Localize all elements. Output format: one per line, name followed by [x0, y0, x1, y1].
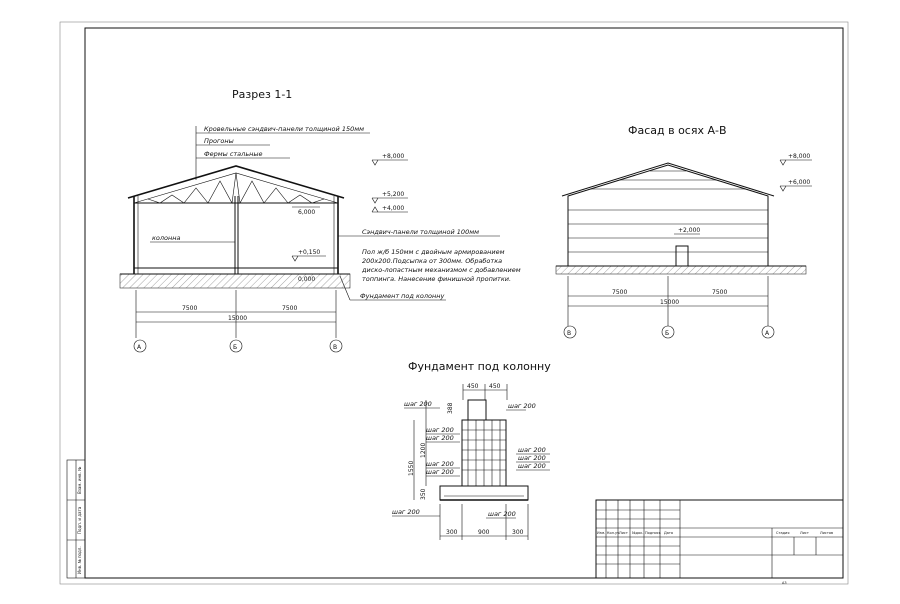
- svg-text:388: 388: [447, 402, 454, 414]
- callout-roof-panels: Кровельные сэндвич-панели толщиной 150мм: [204, 125, 364, 133]
- callout-purlins: Прогоны: [204, 137, 234, 145]
- svg-text:шаг 200: шаг 200: [392, 508, 420, 516]
- svg-text:300: 300: [512, 529, 524, 536]
- svg-text:шаг 200: шаг 200: [404, 400, 432, 408]
- svg-text:Стадия: Стадия: [776, 531, 789, 535]
- svg-text:Лист: Лист: [800, 531, 809, 535]
- svg-text:Дата: Дата: [664, 531, 673, 535]
- svg-text:шаг 200: шаг 200: [426, 468, 454, 476]
- facade-axis-b: Б: [665, 330, 669, 337]
- svg-text:Изм.: Изм.: [597, 531, 605, 535]
- margin-label-sign: Подп. и дата: [77, 506, 82, 534]
- sheet-format: А3: [782, 581, 787, 585]
- svg-text:+8,000: +8,000: [788, 153, 810, 160]
- svg-text:7500: 7500: [282, 305, 297, 312]
- svg-text:+6,000: +6,000: [788, 179, 810, 186]
- svg-text:№док.: №док.: [632, 531, 643, 535]
- svg-text:шаг 200: шаг 200: [488, 510, 516, 518]
- floor-note-4: топпинга. Нанесение финишной пропитки.: [362, 275, 511, 283]
- svg-text:0,000: 0,000: [298, 276, 315, 283]
- facade-panels: [568, 170, 768, 253]
- foundation-title: Фундамент под колонну: [408, 360, 551, 373]
- svg-text:шаг 200: шаг 200: [518, 454, 546, 462]
- facade-axis-v: В: [567, 330, 571, 337]
- axis-v: В: [333, 344, 337, 351]
- svg-text:шаг 200: шаг 200: [426, 434, 454, 442]
- svg-text:+0,150: +0,150: [298, 249, 320, 256]
- svg-text:6,000: 6,000: [298, 209, 315, 216]
- svg-text:+5,200: +5,200: [382, 191, 404, 198]
- foundation-label: Фундамент под колонну: [360, 292, 444, 300]
- svg-text:350: 350: [420, 488, 427, 500]
- facade-outline: [567, 164, 769, 267]
- svg-text:шаг 200: шаг 200: [508, 402, 536, 410]
- outer-frame: [59, 21, 849, 585]
- facade-door: [675, 245, 689, 267]
- svg-text:Подпись: Подпись: [645, 531, 661, 535]
- svg-text:1550: 1550: [408, 461, 415, 476]
- wall-note: Сэндвич-панели толщиной 100мм: [362, 228, 479, 236]
- ground-hatch: [119, 273, 351, 289]
- section-1-1: Разрез 1-1 Кровельные сэндвич-панели тол…: [119, 88, 521, 353]
- svg-text:+4,000: +4,000: [382, 205, 404, 212]
- svg-text:300: 300: [446, 529, 458, 536]
- svg-text:7500: 7500: [712, 289, 727, 296]
- svg-text:450: 450: [467, 383, 479, 390]
- axis-a: А: [137, 344, 142, 351]
- title-block: Изм. Кол.уч Лист №док. Подпись Дата Стад…: [595, 499, 844, 585]
- svg-text:900: 900: [478, 529, 490, 536]
- floor-note-2: 200х200.Подсыпка от 300мм. Обработка: [362, 257, 502, 265]
- section-title: Разрез 1-1: [232, 88, 292, 101]
- svg-text:7500: 7500: [612, 289, 627, 296]
- svg-text:шаг 200: шаг 200: [518, 446, 546, 454]
- svg-text:+8,000: +8,000: [382, 153, 404, 160]
- svg-text:1200: 1200: [420, 443, 427, 458]
- svg-text:+2,000: +2,000: [678, 227, 700, 234]
- foundation-detail: Фундамент под колонну 450 450: [392, 360, 551, 540]
- column-label: колонна: [152, 234, 181, 242]
- facade-axis-a: А: [765, 330, 770, 337]
- svg-text:Кол.уч: Кол.уч: [607, 531, 619, 535]
- inner-frame: [84, 27, 844, 579]
- svg-text:шаг 200: шаг 200: [518, 462, 546, 470]
- facade-ground: [555, 265, 807, 275]
- floor-note-3: диско-лопастным механизмом с добавлением: [361, 266, 521, 274]
- svg-text:7500: 7500: [182, 305, 197, 312]
- callout-trusses: Фермы стальные: [204, 150, 263, 158]
- svg-text:шаг 200: шаг 200: [426, 426, 454, 434]
- svg-text:Лист: Лист: [619, 531, 628, 535]
- svg-text:450: 450: [489, 383, 501, 390]
- facade: Фасад в осях А-В +2,000 +8,000 +6,000 75…: [555, 124, 812, 339]
- svg-text:Листов: Листов: [820, 531, 833, 535]
- footing: [439, 485, 529, 501]
- axis-b: Б: [233, 344, 237, 351]
- left-margin-stamp: Взам. инв. № Подп. и дата Инв. № подл.: [66, 459, 86, 579]
- floor-note-1: Пол ж/б 150мм с двойным армированием: [362, 248, 505, 256]
- svg-text:15000: 15000: [228, 315, 247, 322]
- svg-text:15000: 15000: [660, 299, 679, 306]
- pitch-labels: шаг 200 шаг 200 шаг 200 шаг 200 шаг 200 …: [392, 400, 550, 519]
- margin-label-replace: Взам. инв. №: [77, 467, 82, 494]
- svg-text:шаг 200: шаг 200: [426, 460, 454, 468]
- level-marks: +8,000 +5,200 +4,000 6,000 +0,150 0,000: [291, 153, 408, 283]
- facade-title: Фасад в осях А-В: [628, 124, 727, 137]
- margin-label-inv: Инв. № подл.: [77, 546, 82, 574]
